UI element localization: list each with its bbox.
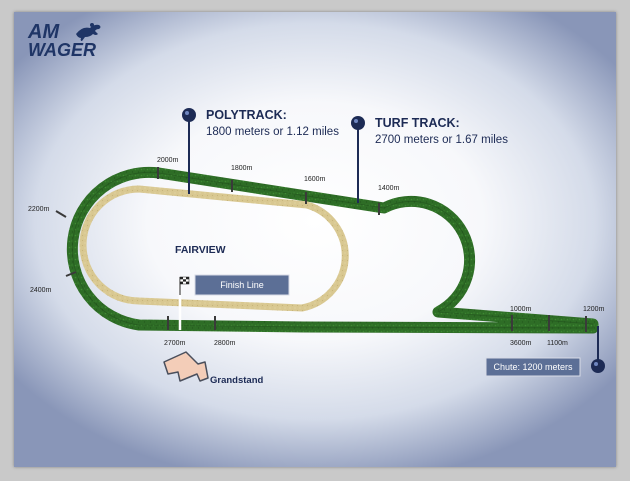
- distance-ticks: [55, 167, 587, 332]
- chute-label: Chute: 1200 meters: [493, 362, 573, 372]
- marker-1100m: 1100m: [547, 340, 568, 347]
- track-diagram: AM WAGER 2000m 1800m 1600m 1400m 2200m 2…: [27, 21, 605, 386]
- polytrack-pin: [182, 108, 196, 194]
- marker-1600m: 1600m: [304, 176, 326, 183]
- polytrack-detail: 1800 meters or 1.12 miles: [206, 126, 339, 138]
- amwager-logo: AM WAGER: [27, 21, 101, 60]
- grandstand-building-icon: [163, 351, 209, 382]
- track-map-frame: AM WAGER 2000m 1800m 1600m 1400m 2200m 2…: [14, 12, 616, 467]
- marker-2000m: 2000m: [157, 157, 179, 164]
- grandstand-label: Grandstand: [210, 375, 264, 386]
- horse-jockey-icon: [76, 23, 101, 41]
- polytrack-title: POLYTRACK:: [206, 108, 287, 122]
- logo-line1: AM: [27, 21, 60, 43]
- finish-line-box: [194, 274, 290, 296]
- marker-2700m: 2700m: [164, 340, 186, 347]
- marker-1800m: 1800m: [231, 165, 253, 172]
- finish-line-label: Finish Line: [220, 280, 264, 290]
- marker-2800m: 2800m: [214, 340, 236, 347]
- marker-2200m: 2200m: [28, 206, 50, 213]
- finish-line-marker: [178, 276, 190, 330]
- turf-detail: 2700 meters or 1.67 miles: [375, 134, 508, 146]
- turf-pin: [351, 116, 365, 203]
- marker-1200m: 1200m: [583, 306, 605, 313]
- marker-1400m: 1400m: [378, 185, 400, 192]
- venue-label: FAIRVIEW: [175, 244, 226, 256]
- turf-title: TURF TRACK:: [375, 116, 460, 130]
- polytrack-course: [79, 185, 349, 312]
- marker-2400m: 2400m: [30, 287, 52, 294]
- chute-pin: [591, 326, 605, 373]
- marker-1000m: 1000m: [510, 306, 532, 313]
- logo-line2: WAGER: [28, 40, 96, 60]
- marker-3600m: 3600m: [510, 340, 532, 347]
- checkered-flag-icon: [179, 276, 190, 295]
- chute-box: [485, 357, 581, 377]
